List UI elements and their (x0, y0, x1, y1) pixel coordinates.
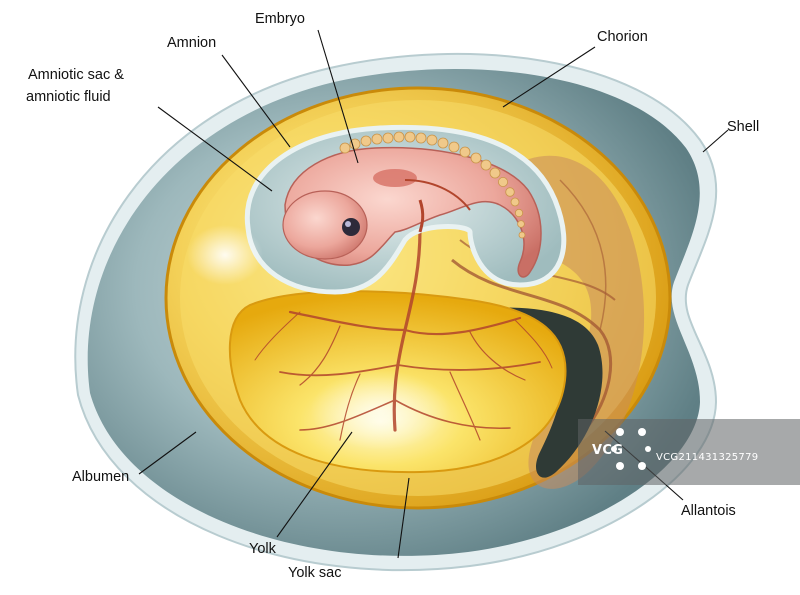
label-amniotic-sac-line1: Amniotic sac & (28, 67, 124, 83)
watermark-logo: VCG (592, 443, 623, 458)
label-shell: Shell (727, 119, 759, 135)
labels: Embryo Amnion Amniotic sac & amniotic fl… (26, 11, 759, 581)
leader-amnion (221, 54, 291, 148)
leader-albumen (138, 431, 197, 475)
embryo (282, 146, 542, 278)
leader-embryo (317, 29, 359, 164)
label-yolk: Yolk (249, 541, 277, 557)
highlight-glow (187, 225, 263, 285)
leader-yolk (276, 431, 353, 538)
label-amnion: Amnion (167, 35, 216, 51)
label-amniotic-sac-line2: amniotic fluid (26, 89, 111, 105)
label-albumen: Albumen (72, 469, 129, 485)
leader-lines (138, 29, 729, 559)
vcg-logo-icon (611, 428, 651, 470)
leader-amniotic-sac (157, 106, 273, 192)
label-chorion: Chorion (597, 29, 648, 45)
embryo-somites (339, 131, 526, 239)
label-yolk-sac: Yolk sac (288, 565, 341, 581)
yolk-sac-vessels (254, 228, 553, 441)
label-allantois: Allantois (681, 503, 736, 519)
leader-yolk-sac (397, 477, 410, 559)
watermark: VCG VCG211431325779 (578, 419, 800, 485)
watermark-code: VCG211431325779 (656, 452, 758, 463)
label-embryo: Embryo (255, 11, 305, 27)
leader-shell (702, 129, 729, 153)
leader-chorion (502, 46, 596, 108)
